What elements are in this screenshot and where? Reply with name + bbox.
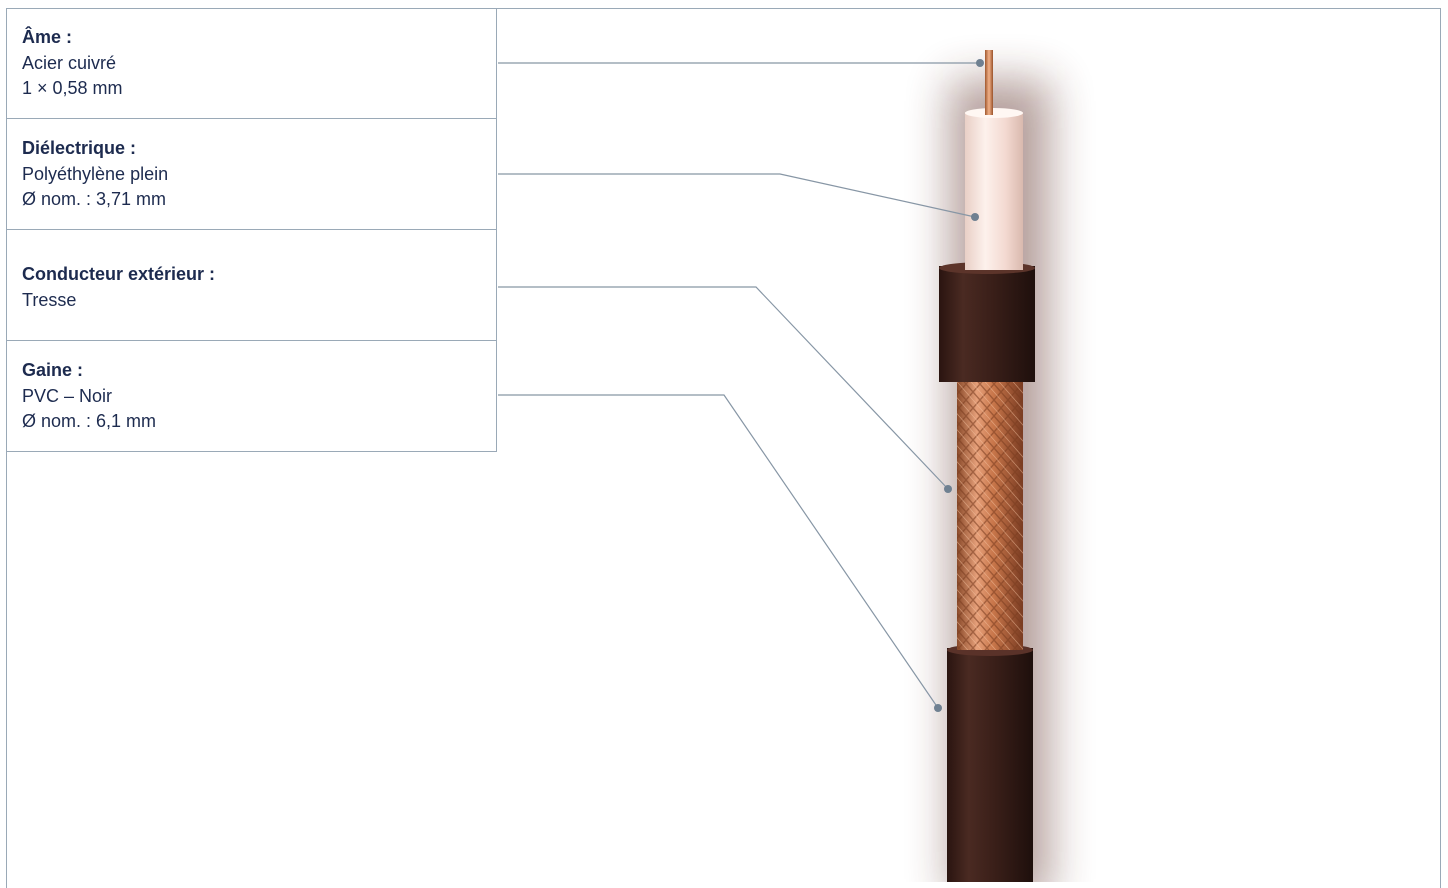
- leader-dot-jacket: [934, 704, 942, 712]
- leader-line-dielectric: [498, 174, 975, 217]
- dielectric-insulator: [965, 108, 1023, 270]
- leader-dot-dielectric: [971, 213, 979, 221]
- leader-dot-core: [976, 59, 984, 67]
- leader-dot-outer-conductor: [944, 485, 952, 493]
- leader-line-outer-conductor: [498, 287, 948, 489]
- leader-line-jacket: [498, 395, 938, 708]
- inner-core-wire: [985, 50, 993, 115]
- outer-conductor-braid: [957, 378, 1023, 650]
- jacket-upper: [939, 262, 1035, 382]
- jacket-lower: [947, 644, 1033, 882]
- leader-lines: [498, 63, 980, 708]
